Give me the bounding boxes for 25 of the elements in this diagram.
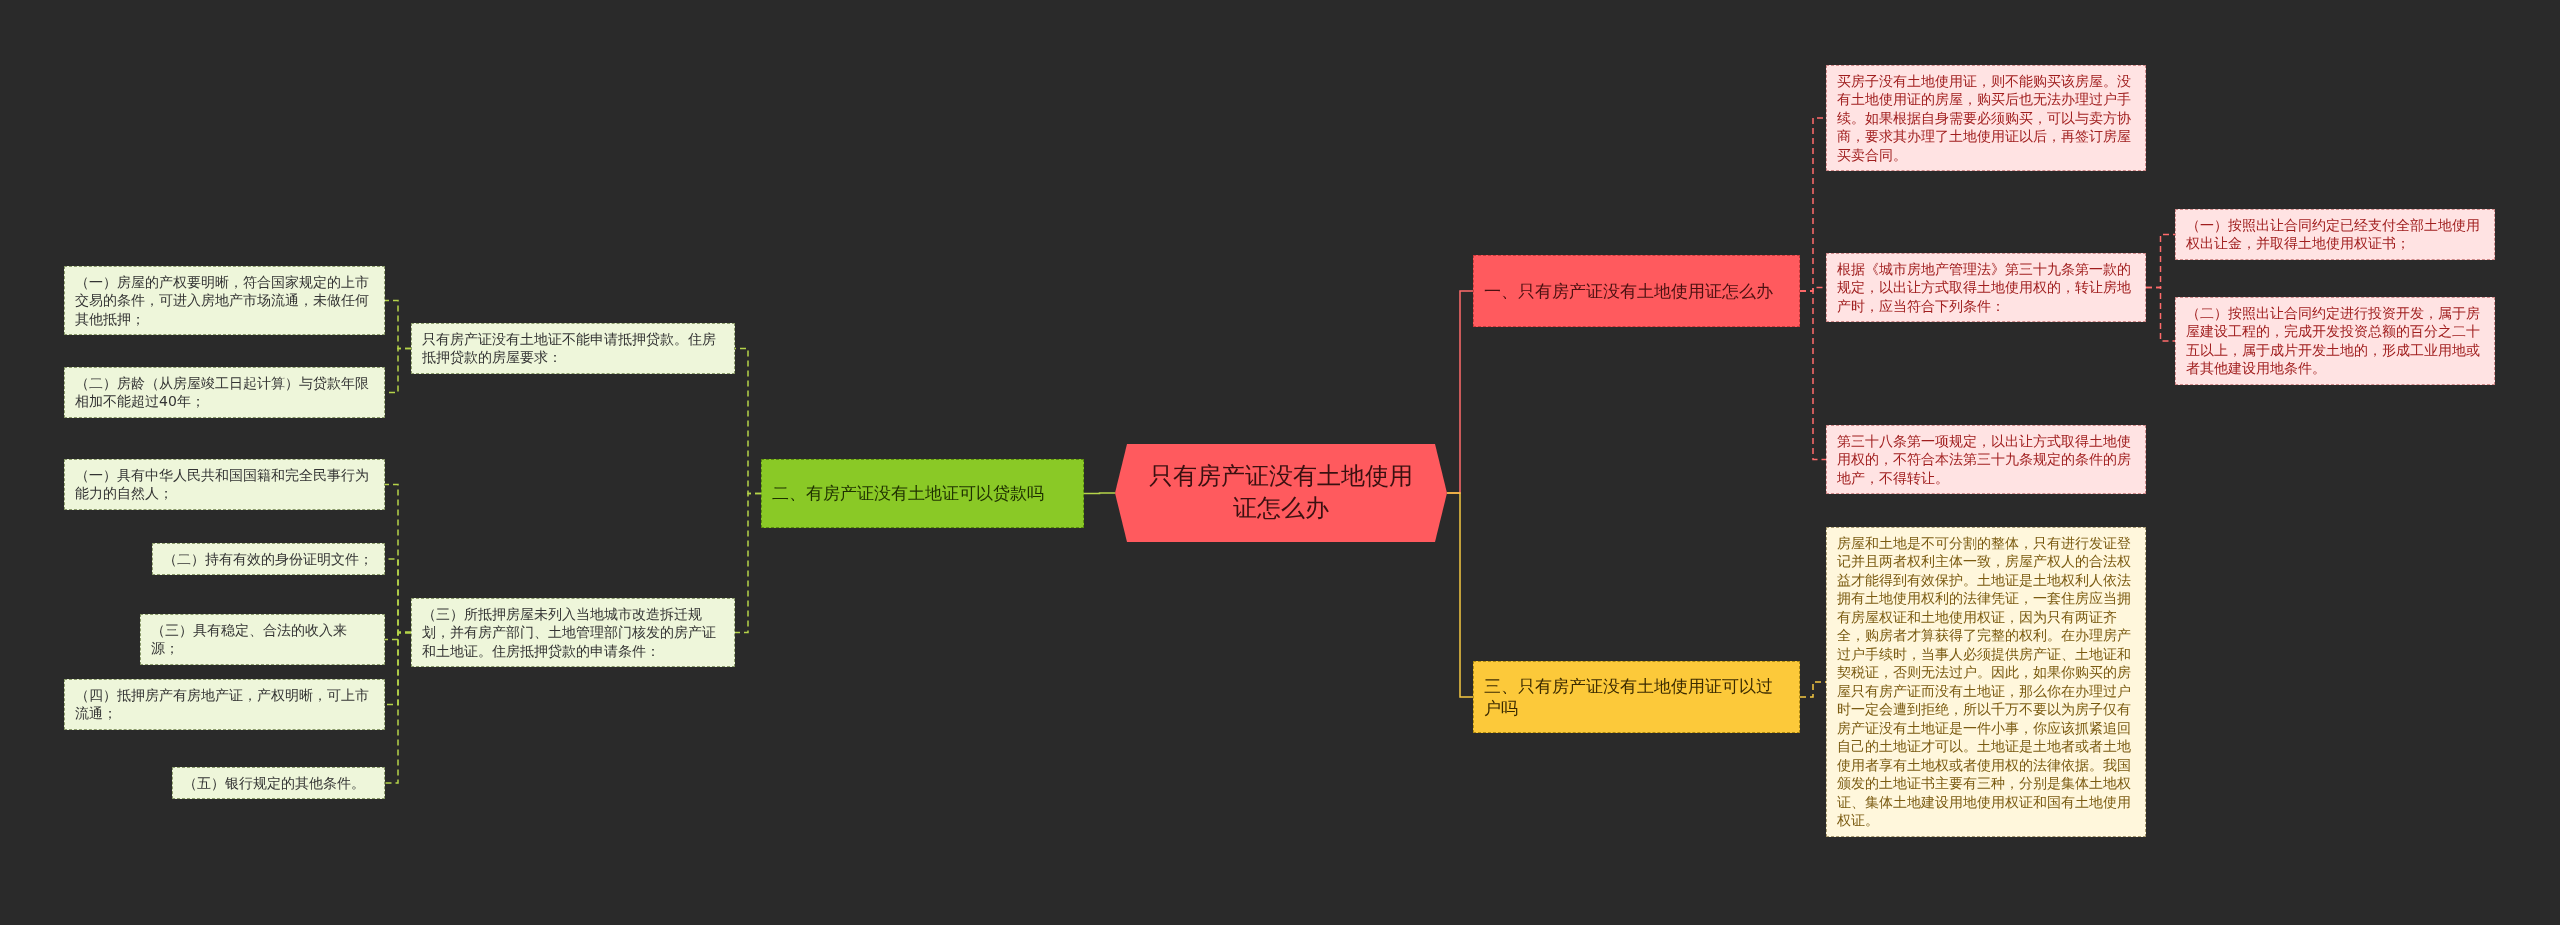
connector-line [384, 631, 412, 784]
text-card: （一）具有中华人民共和国国籍和完全民事行为能力的自然人； [64, 459, 385, 510]
connector-line [2145, 286, 2176, 342]
text-card: （一）按照出让合同约定已经支付全部土地使用权出让金，并取得土地使用权证书； [2175, 209, 2495, 260]
text-card: 第三十八条第一项规定，以出让方式取得土地使用权的，不符合本法第三十九条规定的条件的房地产，不得转让。 [1826, 425, 2146, 495]
text-card: （二）房龄（从房屋竣工日起计算）与贷款年限相加不能超过40年； [64, 367, 385, 418]
text-card: （三）所抵押房屋未列入当地城市改造拆迁规划，并有房产部门、土地管理部门核发的房产证和土地证。住房抵押贷款的申请条件： [411, 598, 735, 668]
topic-box: 三、只有房产证没有土地使用证可以过户吗 [1473, 661, 1800, 733]
text-card: 房屋和土地是不可分割的整体，只有进行发证登记并且两者权利主体一致，房屋产权人的合法权益才能得到有效保护。土地证是土地权利人依法拥有土地使用权利的法律凭证，一套住房应当拥有房屋权证和土地使用权证，因为只有两证齐全，购房者才算获得了完整的权利。在办理房产过户手续时，当事人必须提供房产证、土地证和契税证，否则无法过户。因此，如果你购买的房屋只有房产证而没有土地证，那么你在办理过户时一定会遭到拒绝，所以千万不要以为房子仅有房产证没有土地证是一件小事，你应该抓紧追回自己的土地证才可以。土地证是土地者或者土地使用者享有土地权或者使用权的法律依据。我国颁发的土地证书主要有三种，分别是集体土地权证、集体土地建设用地使用权证和国有土地使用权证。 [1826, 527, 2146, 837]
text-card: （一）房屋的产权要明晰，符合国家规定的上市交易的条件，可进入房地产市场流通，未做任何其他抵押； [64, 266, 385, 336]
text-card: （二）持有有效的身份证明文件； [152, 543, 385, 576]
text-card: 根据《城市房地产管理法》第三十九条第一款的规定，以出让方式取得土地使用权的，转让房地产时，应当符合下列条件： [1826, 253, 2146, 323]
text-card: 只有房产证没有土地证不能申请抵押贷款。住房抵押贷款的房屋要求： [411, 323, 735, 374]
text-card: （五）银行规定的其他条件。 [172, 767, 385, 800]
connector-line [1799, 290, 1827, 461]
text-card: （三）具有稳定、合法的收入来源； [140, 614, 385, 665]
connector-line [1083, 492, 1116, 495]
connector-line [734, 492, 762, 634]
topic-box: 二、有房产证没有土地证可以贷款吗 [761, 459, 1084, 528]
topic-box: 一、只有房产证没有土地使用证怎么办 [1473, 255, 1800, 327]
text-card: 买房子没有土地使用证，则不能购买该房屋。没有土地使用证的房屋，购买后也无法办理过户手续。如果根据自身需要必须购买，可以与卖方协商，要求其办理了土地使用证以后，再签订房屋买卖合同。 [1826, 65, 2146, 172]
text-card: （四）抵押房产有房地产证，产权明晰，可上市流通； [64, 679, 385, 730]
text-card: （二）按照出让合同约定进行投资开发，属于房屋建设工程的，完成开发投资总额的百分之二十五以上，属于成片开发土地的，形成工业用地或者其他建设用地条件。 [2175, 297, 2495, 385]
connector-line [1446, 492, 1474, 698]
central-topic: 只有房产证没有土地使用证怎么办 [1115, 444, 1447, 542]
